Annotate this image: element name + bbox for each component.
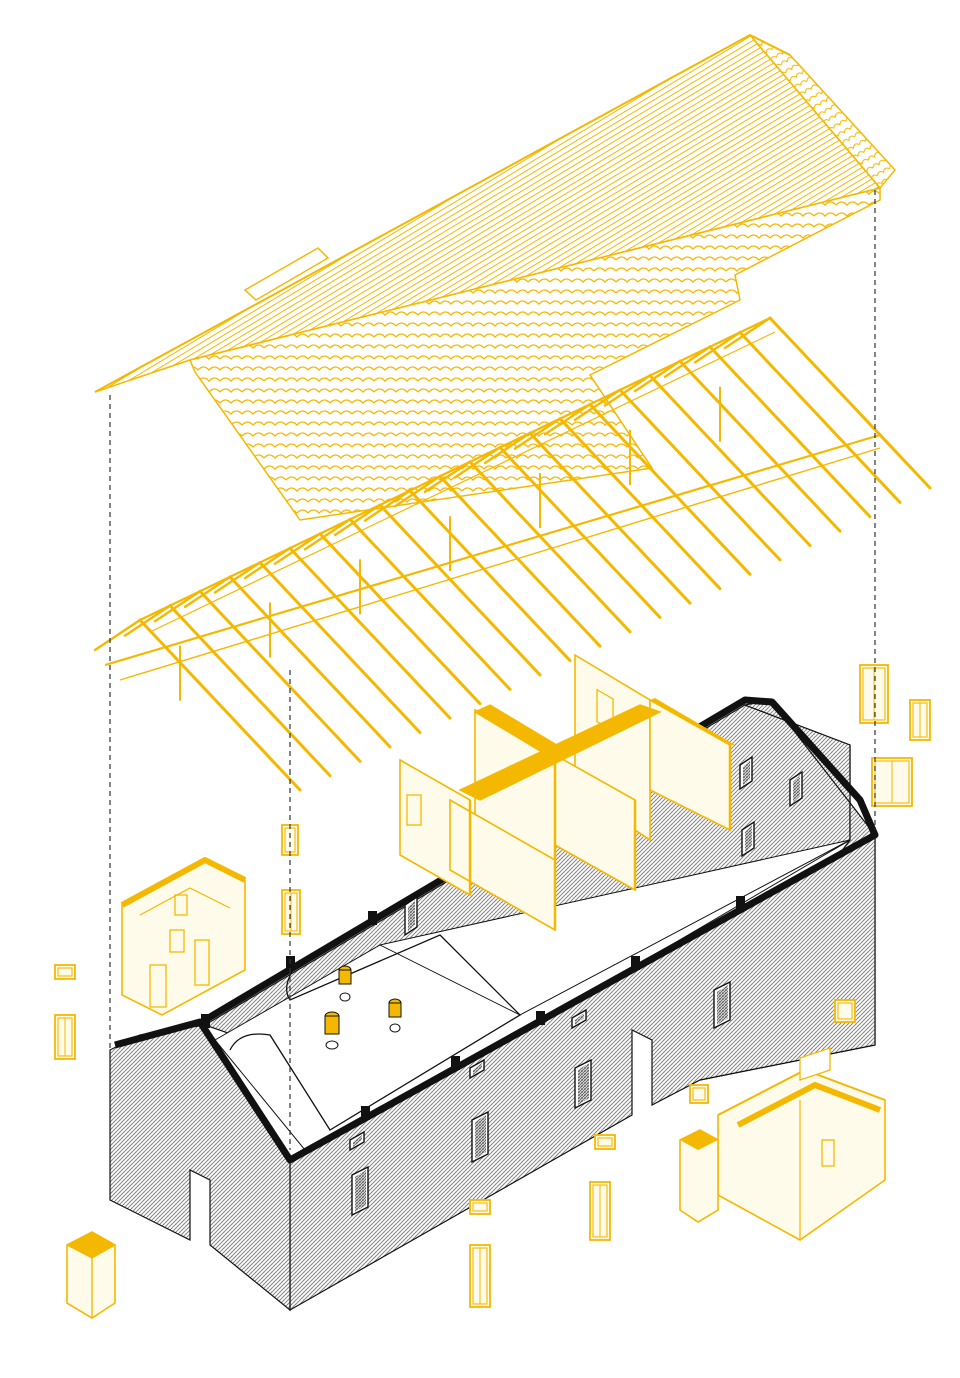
inserted-boxes — [65, 857, 886, 1319]
wall-pier — [201, 1014, 210, 1028]
rafter-back — [393, 474, 442, 508]
rafter-back — [603, 374, 652, 407]
left-room-box — [120, 857, 247, 1016]
column — [388, 998, 402, 1033]
rafter-back — [483, 431, 532, 465]
rafter — [168, 604, 332, 778]
rafter-back — [543, 403, 592, 436]
rafter-back — [243, 546, 292, 580]
wall-pier — [368, 911, 377, 925]
rafter — [228, 575, 392, 749]
rafter-back — [93, 618, 142, 652]
column — [338, 965, 352, 1002]
rafter-back — [633, 359, 682, 393]
columns — [324, 965, 402, 1050]
rafter-back — [183, 575, 232, 609]
cross-partition-walls — [399, 653, 735, 932]
rafter-back — [663, 345, 712, 378]
rafter — [708, 345, 872, 519]
truss-ridge-beam — [139, 317, 771, 621]
rafter — [408, 489, 572, 663]
wall-pier — [361, 1106, 370, 1120]
wall-pier — [451, 1056, 460, 1070]
wall-pier — [536, 1011, 545, 1025]
roof-tiles — [94, 34, 896, 521]
rafter — [678, 359, 842, 533]
rafter — [528, 431, 692, 605]
rafter — [348, 517, 512, 691]
rafter — [558, 417, 722, 591]
rafter — [618, 388, 782, 562]
rafter-back — [303, 518, 352, 551]
rafter — [318, 532, 482, 706]
roof-chimney — [243, 247, 330, 301]
wall-pier — [631, 956, 640, 970]
right-room-box — [717, 1047, 886, 1241]
rafter-back — [423, 460, 472, 494]
masonry-shell — [109, 696, 879, 1312]
rafter-back — [513, 417, 562, 450]
rafter — [378, 503, 542, 677]
alignment-guides — [109, 190, 876, 1150]
small-box — [679, 1129, 719, 1223]
rafter — [258, 560, 422, 734]
rafter — [198, 589, 362, 763]
rafter-back — [363, 489, 412, 522]
rafter — [288, 546, 452, 720]
rafter-back — [723, 316, 772, 350]
wall-top-outline — [114, 696, 879, 1164]
rafter-back — [273, 532, 322, 565]
rafter — [498, 445, 662, 619]
column — [324, 1011, 340, 1050]
wall-pier — [736, 896, 745, 910]
window-frame — [834, 999, 856, 1023]
rafter-back — [153, 590, 202, 623]
rafter-back — [453, 446, 502, 479]
rafter — [738, 330, 902, 504]
rafter-back — [693, 331, 742, 364]
roof-truss-frame — [93, 316, 932, 792]
standalone-block — [65, 1231, 117, 1319]
window-frame — [281, 824, 299, 856]
rafter-back — [123, 604, 172, 637]
cross-beam-short — [473, 704, 567, 759]
roof-tiled-slope — [188, 187, 881, 521]
truss-ridge-purlin — [149, 331, 776, 633]
window-frame — [689, 1084, 709, 1104]
rafter — [138, 618, 302, 792]
rafter — [768, 316, 932, 490]
rafter — [588, 402, 752, 576]
rafter — [468, 460, 632, 634]
rafter-back — [333, 503, 382, 537]
rafter-back — [573, 388, 622, 422]
rafter — [438, 474, 602, 648]
wall-openings — [349, 755, 803, 1217]
rafter — [648, 374, 812, 548]
rafter-back — [213, 561, 262, 594]
